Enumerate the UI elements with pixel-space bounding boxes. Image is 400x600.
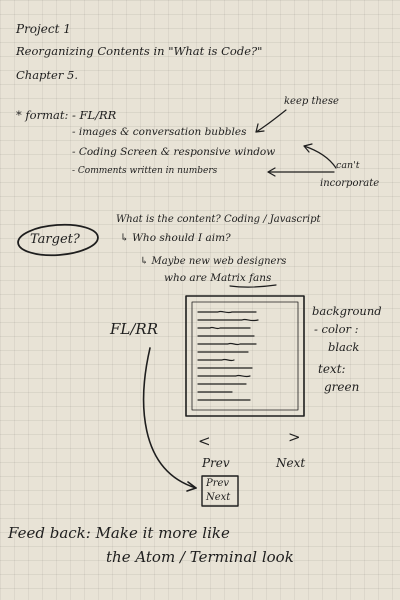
format-item-2: - Coding Screen & responsive window [72, 146, 276, 158]
project-title: Project 1 [16, 22, 71, 36]
target-circle [17, 223, 99, 257]
text-note-1: text: [318, 362, 346, 376]
keep-these-note: keep these [284, 96, 339, 107]
text-note-2: green [324, 380, 360, 394]
target-aim: ↳ Who should I aim? [120, 232, 231, 244]
chapter-line: Chapter 5. [16, 68, 78, 82]
prev-label: Prev [202, 456, 230, 470]
prev-box-label: Prev [206, 478, 230, 489]
fl-rr-label: FL/RR [110, 320, 159, 338]
next-label: Next [276, 456, 306, 470]
screen-scribbles [197, 310, 259, 401]
prev-next-box [201, 475, 239, 507]
next-box-label: Next [206, 492, 231, 503]
cant-note: can't [336, 160, 360, 171]
target-maybe-1: ↳ Maybe new web designers [140, 256, 287, 267]
right-arrow-glyph: > [288, 428, 301, 446]
matrix-underline [229, 284, 277, 288]
incorporate-note: incorporate [320, 178, 380, 189]
target-question: What is the content? Coding / Javascript [116, 214, 321, 225]
left-arrow-glyph: < [198, 432, 211, 450]
format-label: * format: - FL/RR [16, 108, 117, 122]
flrr-arrow [142, 347, 197, 489]
background-note-3: black [328, 340, 360, 354]
feedback-line-1: Feed back: Make it more like [8, 524, 230, 542]
screen-sketch [185, 295, 305, 417]
background-note-1: background [312, 304, 382, 318]
format-item-3: - Comments written in numbers [72, 166, 218, 176]
target-maybe-2: who are Matrix fans [164, 272, 272, 284]
background-note-2: - color : [314, 322, 359, 336]
target-label: Target? [30, 232, 80, 247]
keep-arrow [255, 109, 287, 133]
format-item-1: - images & conversation bubbles [72, 126, 247, 138]
feedback-line-2: the Atom / Terminal look [106, 548, 294, 566]
cant-arrow-1 [303, 145, 337, 169]
reorganizing-line: Reorganizing Contents in "What is Code?" [16, 44, 263, 58]
